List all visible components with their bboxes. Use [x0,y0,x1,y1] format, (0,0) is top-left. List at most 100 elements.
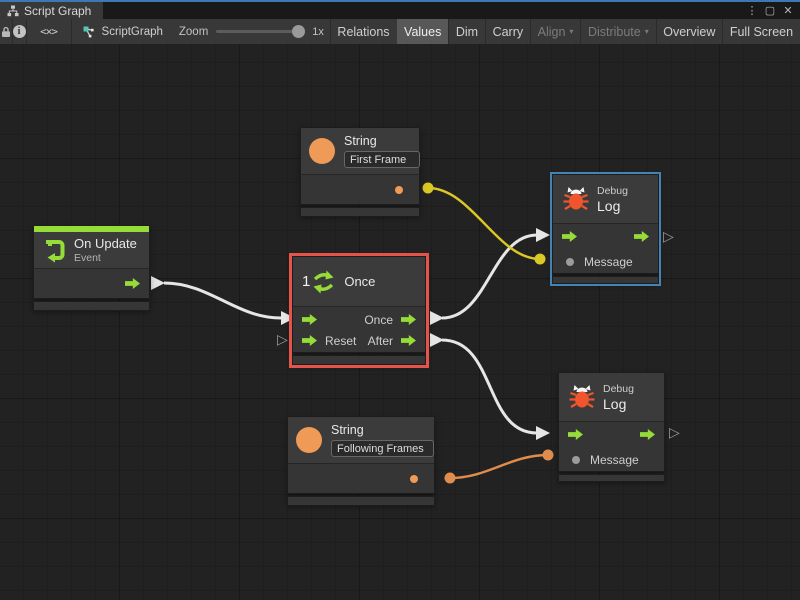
bug-icon [563,187,589,210]
node-on-update[interactable]: On Update Event [33,225,150,311]
chevron-down-icon: ▾ [569,27,574,36]
window-menu-icon[interactable]: ⋮ [746,5,758,17]
wire-start-triangle [151,276,165,290]
lock-button[interactable] [0,19,12,44]
flow-output-port[interactable] [125,278,140,289]
flow-input-port[interactable] [302,314,317,325]
node-category: Debug [597,184,628,197]
node-footer [287,496,435,506]
node-string-first[interactable]: String [300,127,420,217]
toolbar: i <×> ScriptGraph Zoom 1x Relations Valu [0,19,800,45]
carry-button[interactable]: Carry [492,24,524,39]
zoom-label: Zoom [178,25,209,38]
node-string-following[interactable]: String [287,416,435,506]
wire-string-message-bottom[interactable] [449,453,549,480]
sitemap-icon [7,5,19,16]
lock-icon [2,26,10,37]
divider [12,19,13,44]
code-icon: <×> [40,25,58,38]
tab-title: Script Graph [24,3,92,18]
flow-output-port-once[interactable] [401,314,416,325]
node-subtitle: Event [74,252,101,264]
port-label-reset: Reset [325,333,357,348]
flow-output-port-after[interactable] [401,335,416,346]
zoom-slider-handle[interactable] [292,25,306,38]
close-icon[interactable]: ✕ [783,5,793,17]
titlebar: Script Graph ⋮ ▢ ✕ [0,2,800,19]
node-footer [552,276,659,284]
tab-script-graph[interactable]: Script Graph [0,2,104,19]
port-label-once: Once [364,312,393,327]
event-accent-bar [34,226,149,232]
divider [580,19,581,44]
divider [722,19,723,44]
debug-top-out-stub-icon[interactable]: ▷ [663,228,674,244]
wire-string-message-top[interactable] [427,186,541,261]
wire-dot [534,253,546,265]
reset-port-stub-icon[interactable]: ▷ [277,331,288,347]
divider [485,19,486,44]
node-title: Log [597,197,621,214]
maximize-icon[interactable]: ▢ [764,5,776,17]
graph-icon [83,26,94,37]
string-output-port[interactable] [410,474,418,483]
node-once[interactable]: 1 Once Once [289,253,429,368]
divider [396,19,398,44]
divider [448,19,449,44]
node-debug-log-top[interactable]: Debug Log Message [550,172,661,286]
message-input-port[interactable] [566,257,574,266]
align-button[interactable]: Align ▾ [531,19,581,44]
string-type-icon [309,138,335,164]
once-count-badge: 1 [302,273,311,290]
values-button[interactable]: Values [397,19,449,44]
node-debug-log-bottom[interactable]: Debug Log Message [558,372,665,482]
flow-output-port[interactable] [640,429,655,440]
node-footer [558,474,665,482]
flow-input-port[interactable] [568,429,583,440]
wire-once-debugbottom[interactable] [441,338,538,435]
wire-onupdate-once[interactable] [163,281,282,320]
zoom-slider[interactable] [216,25,306,38]
node-title: On Update [74,236,137,251]
bug-icon [569,385,595,408]
overview-button[interactable]: Overview [663,24,716,39]
node-category: Debug [603,382,634,395]
graph-canvas[interactable]: String [0,45,800,600]
fullscreen-button[interactable]: Full Screen [729,24,794,39]
dim-button[interactable]: Dim [455,24,479,39]
string-output-port[interactable] [395,185,403,194]
focus-accent-line [0,0,800,2]
node-title: String [331,423,364,437]
message-input-port[interactable] [572,455,580,464]
node-footer [292,355,426,365]
string-value-input[interactable] [331,440,434,457]
wire-end-arrow [536,228,550,242]
wire-dot [444,472,456,484]
cycle-arrows-icon [313,270,334,293]
divider [25,19,26,44]
node-footer [33,301,150,311]
distribute-label: Distribute [587,24,641,39]
string-value-input[interactable] [344,151,420,168]
relations-button[interactable]: Relations [337,24,390,39]
flow-output-port[interactable] [634,231,649,242]
edit-code-button[interactable]: <×> [26,19,71,44]
node-title: Once [344,274,376,289]
string-type-icon [296,427,322,453]
inspect-button[interactable]: i [12,19,26,44]
debug-bottom-out-stub-icon[interactable]: ▷ [669,424,680,440]
node-footer [300,207,420,217]
wire-dot [542,449,554,461]
zoom-control: Zoom 1x [173,19,330,44]
port-label-message: Message [590,452,639,467]
wire-once-debugtop[interactable] [441,233,538,320]
flow-input-port[interactable] [562,231,577,242]
distribute-button[interactable]: Distribute ▾ [581,19,656,44]
graph-breadcrumb[interactable]: ScriptGraph [72,19,173,44]
info-icon: i [12,25,26,38]
flow-input-port-reset[interactable] [302,335,317,346]
divider [71,19,72,44]
loop-icon [46,240,65,263]
divider [530,19,531,44]
